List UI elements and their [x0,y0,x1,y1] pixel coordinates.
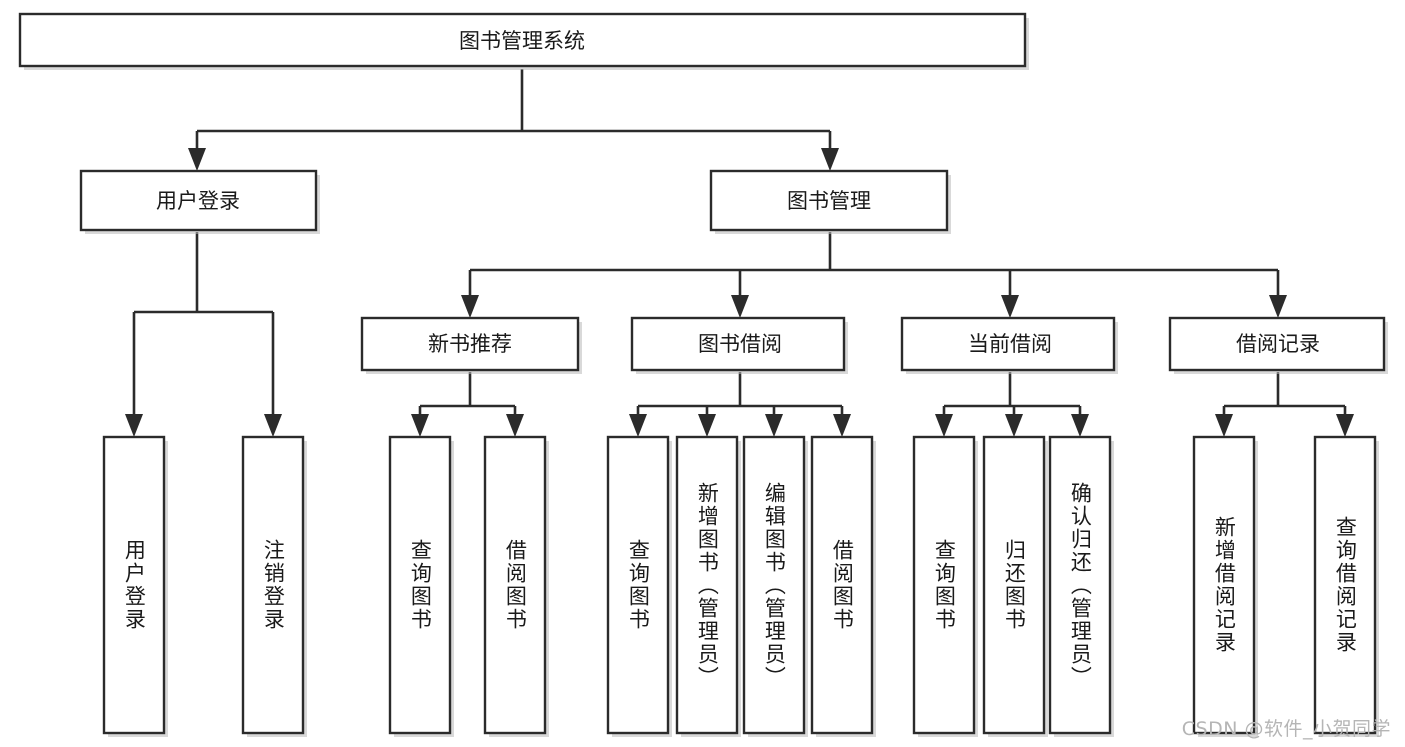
node-current-borrow[interactable] [900,316,1116,372]
arrow-head-leaf-query-book-2 [629,414,647,437]
node-leaf-return-book[interactable] [982,435,1046,735]
arrow-head-leaf-confirm-return [1071,414,1089,437]
node-user-login[interactable] [79,169,318,232]
node-root-label: 图书管理系统 [459,29,585,53]
node-leaf-query-book-2[interactable] [606,435,670,735]
node-leaf-query-book-1[interactable] [388,435,452,735]
node-borrow-record-label: 借阅记录 [1236,332,1320,356]
node-leaf-edit-book[interactable] [742,435,806,735]
node-book-borrow-label: 图书借阅 [698,332,782,356]
arrow-head-leaf-return-book [1005,414,1023,437]
node-leaf-add-record[interactable] [1192,435,1256,735]
arrow-head-book-borrow [731,295,749,318]
node-new-book-rec-label: 新书推荐 [428,332,512,356]
arrow-head-leaf-user-login [125,414,143,437]
node-root[interactable] [18,12,1027,68]
arrow-head-book-manage [821,148,839,171]
node-leaf-user-login[interactable] [102,435,166,735]
arrow-head-leaf-query-record [1336,414,1354,437]
node-leaf-confirm-return[interactable] [1048,435,1112,735]
arrow-head-leaf-logout-login [264,414,282,437]
node-book-manage[interactable] [709,169,949,232]
arrow-head-borrow-record [1269,295,1287,318]
node-leaf-add-book[interactable] [675,435,739,735]
csdn-watermark: CSDN @软件_小贺同学 [1181,718,1391,740]
arrow-head-leaf-borrow-book-1 [506,414,524,437]
arrow-head-new-book-rec [461,295,479,318]
node-book-manage-label: 图书管理 [787,189,871,213]
arrow-head-leaf-borrow-book-2 [833,414,851,437]
node-leaf-borrow-book-2[interactable] [810,435,874,735]
arrow-head-leaf-query-book-3 [935,414,953,437]
arrow-head-leaf-add-record [1215,414,1233,437]
arrow-head-leaf-add-book [698,414,716,437]
arrow-head-user-login [188,148,206,171]
arrow-head-current-borrow [1001,295,1019,318]
node-borrow-record[interactable] [1168,316,1386,372]
connector-layer [125,69,1354,437]
arrow-head-leaf-edit-book [765,414,783,437]
node-leaf-query-book-3[interactable] [912,435,976,735]
node-book-borrow[interactable] [630,316,846,372]
arrow-head-leaf-query-book-1 [411,414,429,437]
node-user-login-label: 用户登录 [156,189,240,213]
node-leaf-borrow-book-1[interactable] [483,435,547,735]
node-leaf-query-record[interactable] [1313,435,1377,735]
node-leaf-logout-login[interactable] [241,435,305,735]
node-new-book-rec[interactable] [360,316,580,372]
node-current-borrow-label: 当前借阅 [968,332,1052,356]
node-layer: 图书管理系统 用户登录 图书管理 新书推荐 图书借阅 当前借阅 借阅记录 [18,12,1388,737]
